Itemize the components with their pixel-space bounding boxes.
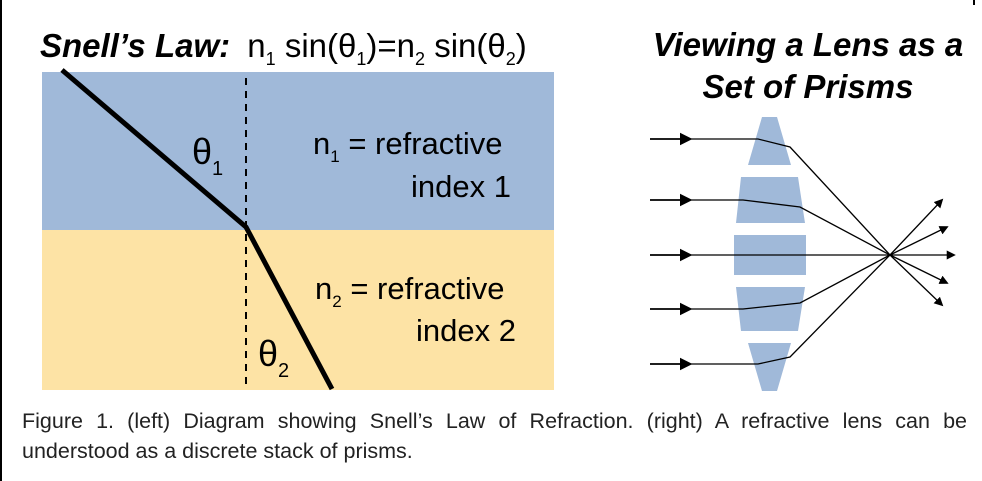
lens-rays [686,138,891,365]
n1-label-line2: index 1 [411,169,511,204]
out-ray-2 [889,226,949,256]
snells-law-title-bold: Snell’s Law: [40,27,230,64]
prism-upper [736,177,805,223]
theta-2-label: θ2 [258,333,289,382]
lens-title-line1: Viewing a Lens as a [653,26,964,63]
n2-label-line2: index 2 [416,313,516,348]
n2-label: n2 = refractive [315,271,505,311]
refracted-ray [60,68,335,391]
lens-title-line2: Set of Prisms [703,68,914,105]
outgoing-rays [889,198,956,307]
medium-1-region [42,72,554,230]
ray-path-5 [686,254,891,365]
theta-1-label: θ1 [192,131,223,180]
prism-stack [734,117,806,391]
n1-label: n1 = refractive [313,126,503,166]
figure-caption: Figure 1. (left) Diagram showing Snell’s… [22,409,967,463]
ray-path-2 [686,199,891,256]
prism-bottom [748,343,791,391]
ray-path-4 [686,254,891,310]
out-ray-5 [889,254,944,307]
out-ray-1 [889,198,944,256]
prism-top [748,117,791,165]
snells-law-title: Snell’s Law: n1 sin(θ1)=n2 sin(θ2) [40,27,527,69]
incoming-rays [650,132,693,371]
ray-path-1 [686,138,891,256]
prism-lower [736,287,805,331]
medium-2-region [42,230,554,390]
out-ray-4 [889,254,949,284]
